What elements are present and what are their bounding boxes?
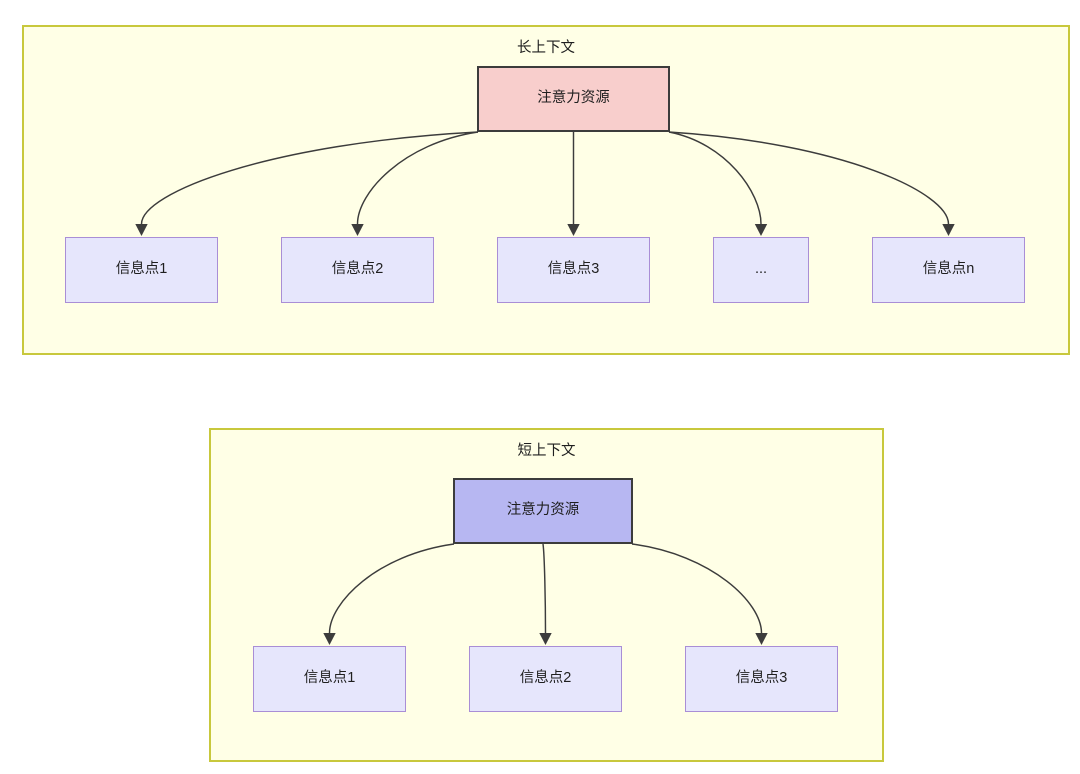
node-attention-resource-long[interactable]: 注意力资源 <box>477 66 670 132</box>
node-label: 注意力资源 <box>506 502 580 519</box>
node-info-point-2-long[interactable]: 信息点2 <box>281 237 434 303</box>
node-label: 信息点3 <box>547 261 600 278</box>
panel-long-context-title: 长上下文 <box>517 40 575 56</box>
node-info-point-1-short[interactable]: 信息点1 <box>253 646 406 712</box>
panel-short-context-title: 短上下文 <box>517 443 576 459</box>
node-label: 信息点2 <box>519 670 572 687</box>
node-label: 信息点1 <box>303 670 356 687</box>
node-info-point-2-short[interactable]: 信息点2 <box>469 646 622 712</box>
node-attention-resource-short[interactable]: 注意力资源 <box>453 478 633 544</box>
node-label: 信息点n <box>922 261 975 278</box>
node-info-point-3-short[interactable]: 信息点3 <box>685 646 838 712</box>
node-label: 信息点3 <box>735 670 788 687</box>
node-label: 注意力资源 <box>537 90 610 107</box>
node-label: ... <box>754 261 768 278</box>
node-info-point-3-long[interactable]: 信息点3 <box>497 237 650 303</box>
node-label: 信息点1 <box>115 261 168 278</box>
node-info-point-1-long[interactable]: 信息点1 <box>65 237 218 303</box>
node-label: 信息点2 <box>331 261 384 278</box>
node-info-point-ellipsis-long[interactable]: ... <box>713 237 809 303</box>
node-info-point-n-long[interactable]: 信息点n <box>872 237 1025 303</box>
